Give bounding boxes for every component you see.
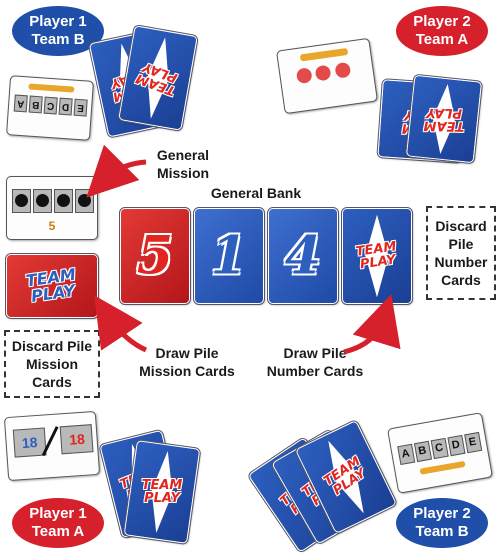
label-line: Mission: [25, 356, 79, 372]
label-line: Discard: [435, 218, 487, 234]
player-1-team-a-badge: Player 1 Team A: [12, 498, 104, 548]
badge-line-1: Player 1: [29, 505, 87, 522]
label-line: General: [156, 147, 210, 163]
label-line: Mission Cards: [139, 363, 235, 379]
badge-line-1: Player 2: [413, 505, 471, 522]
label-line: Cards: [441, 272, 481, 288]
p2a-mission-card[interactable]: [276, 37, 378, 115]
label-line: Mission: [156, 165, 210, 181]
red-dots-icon: [295, 61, 352, 89]
label-line: Discard Pile: [11, 338, 93, 354]
p1a-mission-card[interactable]: 18 18: [3, 410, 101, 482]
player-2-team-a-badge: Player 2 Team A: [396, 6, 488, 56]
bank-card-3[interactable]: 4: [267, 207, 339, 305]
card-value: 4: [284, 225, 322, 287]
logo-line-2: PLAY: [144, 491, 180, 506]
general-bank-label: General Bank: [210, 185, 302, 201]
badge-line-2: Team B: [31, 31, 85, 48]
bank-card-1[interactable]: 5: [119, 207, 191, 305]
general-mission-label: General Mission: [138, 146, 228, 182]
tile: E: [73, 98, 88, 117]
player-2-team-b-badge: Player 2 Team B: [396, 498, 488, 548]
card-value: 1: [210, 225, 248, 287]
tile: B: [28, 95, 43, 114]
tile: D: [446, 434, 465, 457]
tile: C: [43, 96, 58, 115]
bank-card-2[interactable]: 1: [193, 207, 265, 305]
label-line: Draw Pile: [155, 345, 219, 361]
fraction-tiles: 18 18: [12, 424, 95, 458]
tile: B: [413, 440, 432, 463]
label-line: Number Cards: [266, 363, 364, 379]
tile: C: [430, 437, 449, 460]
gold-ribbon-icon: [299, 47, 349, 62]
discard-number-cards-box[interactable]: Discard Pile Number Cards: [426, 206, 496, 300]
black-dots-row: [11, 189, 95, 213]
label-line: Number: [434, 254, 488, 270]
gold-ribbon-icon: [28, 83, 75, 93]
badge-line-2: Team B: [415, 523, 469, 540]
label-line: Draw Pile: [283, 345, 347, 361]
badge-line-2: Team A: [31, 523, 85, 540]
fraction-right: 18: [60, 424, 94, 455]
general-mission-card[interactable]: 5: [6, 176, 98, 240]
gold-ribbon-icon: [419, 460, 466, 475]
badge-line-1: Player 2: [413, 13, 471, 30]
draw-pile-number-label: Draw Pile Number Cards: [260, 344, 370, 380]
discard-mission-cards-box[interactable]: Discard Pile Mission Cards: [4, 330, 100, 398]
tile: D: [58, 97, 73, 116]
tile: A: [13, 94, 28, 113]
tile: A: [396, 443, 415, 466]
tile: E: [463, 432, 482, 454]
label-line: Cards: [32, 374, 72, 390]
mission-number: 5: [48, 219, 56, 233]
card-value: 5: [136, 225, 174, 287]
badge-line-2: Team A: [415, 31, 469, 48]
player-1-team-b-badge: Player 1 Team B: [12, 6, 104, 56]
draw-pile-mission-label: Draw Pile Mission Cards: [132, 344, 242, 380]
label-line: Pile: [448, 236, 474, 252]
badge-line-1: Player 1: [29, 13, 87, 30]
logo-line-2: PLAY: [426, 104, 463, 121]
